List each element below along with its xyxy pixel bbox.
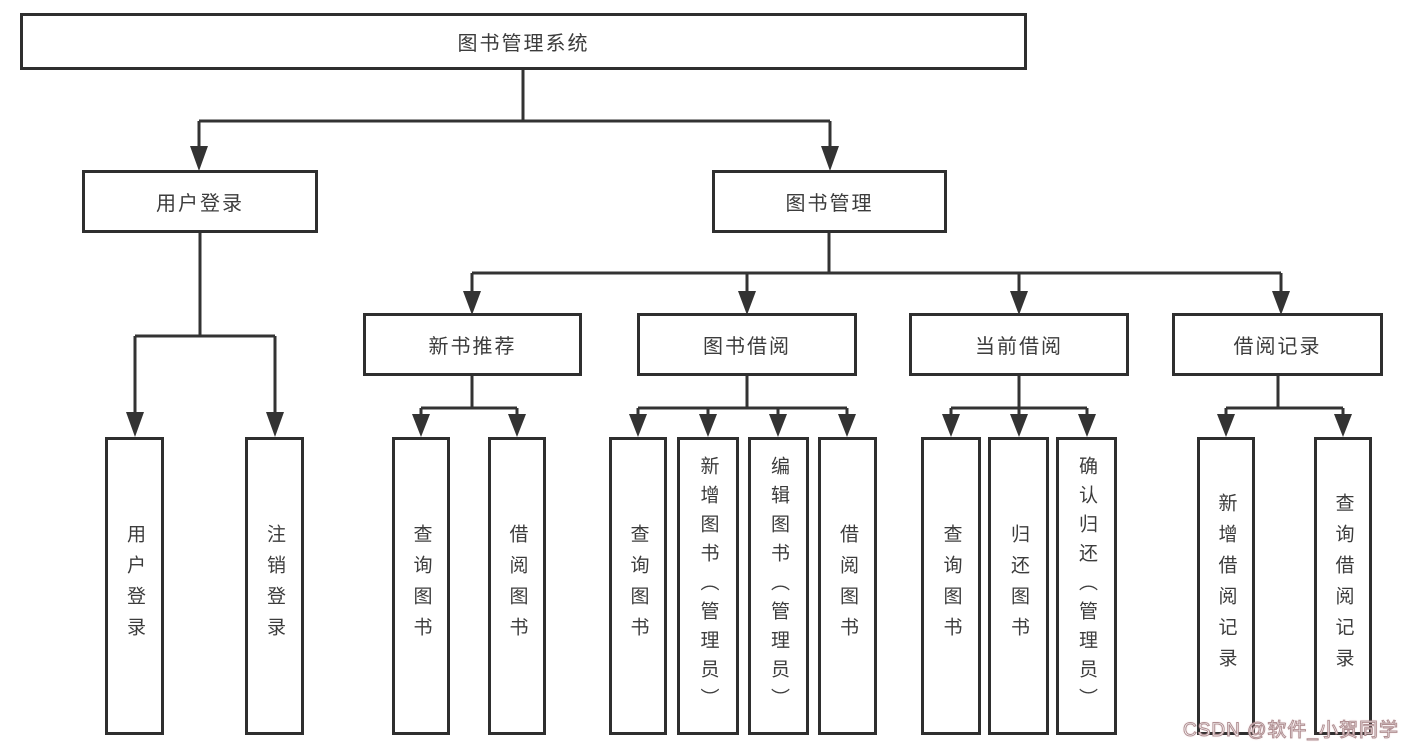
- arrow-head: [463, 291, 481, 315]
- node-new-book-recommend: 新书推荐: [363, 313, 582, 376]
- node-label: 新增借阅记录: [1215, 493, 1237, 679]
- node-label: 图书管理系统: [457, 33, 590, 55]
- arrow-head: [629, 414, 647, 437]
- node-label: 查询图书: [410, 524, 432, 648]
- leaf-current-query-books: 查询图书: [921, 437, 981, 735]
- node-label: 当前借阅: [975, 336, 1063, 358]
- connector-borrow: [636, 375, 849, 416]
- node-book-borrow: 图书借阅: [637, 313, 857, 376]
- node-label: 归还图书: [1008, 524, 1029, 648]
- arrow-head: [266, 412, 284, 437]
- node-current-borrow: 当前借阅: [909, 313, 1129, 376]
- node-user-login: 用户登录: [82, 170, 318, 233]
- arrow-head: [699, 414, 717, 437]
- leaf-current-confirm-return-admin: 确认归还（管理员）: [1056, 437, 1117, 735]
- leaf-logout: 注销登录: [245, 437, 304, 735]
- arrow-head: [1010, 414, 1028, 437]
- node-label: 查询图书: [940, 524, 962, 648]
- leaf-rec-borrow-books: 借阅图书: [488, 437, 546, 735]
- leaf-borrow-borrow-books: 借阅图书: [818, 437, 877, 735]
- leaf-rec-query-books: 查询图书: [392, 437, 450, 735]
- arrow-head: [942, 414, 960, 437]
- leaf-current-return-books: 归还图书: [988, 437, 1049, 735]
- leaf-borrow-add-books-admin: 新增图书（管理员）: [677, 437, 739, 735]
- leaf-record-query: 查询借阅记录: [1314, 437, 1372, 735]
- node-label: 借阅图书: [506, 524, 528, 648]
- connector-mgmt: [470, 232, 1283, 293]
- node-label: 借阅记录: [1233, 336, 1322, 358]
- node-label: 查询借阅记录: [1332, 493, 1354, 679]
- node-borrow-record: 借阅记录: [1172, 313, 1383, 376]
- arrow-head: [821, 146, 839, 171]
- node-label: 新书推荐: [428, 336, 517, 358]
- node-library-system: 图书管理系统: [20, 13, 1027, 70]
- connector-rec: [419, 375, 519, 416]
- connector-record: [1224, 375, 1345, 416]
- node-label: 图书管理: [785, 193, 874, 215]
- node-label: 借阅图书: [837, 524, 858, 648]
- arrow-head: [769, 414, 787, 437]
- csdn-watermark: CSDN @软件_小贺同学: [1183, 720, 1399, 742]
- node-label: 用户登录: [124, 524, 145, 648]
- arrow-head: [126, 412, 144, 437]
- arrow-head: [1272, 291, 1290, 315]
- connector-login: [133, 232, 277, 415]
- leaf-user-login: 用户登录: [105, 437, 164, 735]
- node-book-management: 图书管理: [712, 170, 947, 233]
- arrow-head: [1078, 414, 1096, 437]
- node-label: 用户登录: [156, 193, 244, 215]
- connector-current: [949, 375, 1089, 416]
- arrow-head: [412, 414, 430, 437]
- arrow-head: [838, 414, 856, 437]
- arrow-head: [738, 291, 756, 315]
- node-label: 确认归还（管理员）: [1076, 455, 1097, 717]
- leaf-borrow-edit-books-admin: 编辑图书（管理员）: [748, 437, 809, 735]
- arrow-head: [508, 414, 526, 437]
- arrow-head: [1217, 414, 1235, 437]
- arrow-head: [1334, 414, 1352, 437]
- node-label: 查询图书: [627, 524, 649, 648]
- connector-root: [197, 68, 832, 148]
- node-label: 编辑图书（管理员）: [768, 455, 789, 717]
- leaf-borrow-query-books: 查询图书: [609, 437, 667, 735]
- leaf-record-add: 新增借阅记录: [1197, 437, 1255, 735]
- node-label: 图书借阅: [703, 336, 791, 358]
- node-label: 新增图书（管理员）: [697, 455, 719, 717]
- arrow-head: [190, 146, 208, 171]
- arrow-head: [1010, 291, 1028, 315]
- node-label: 注销登录: [264, 524, 285, 648]
